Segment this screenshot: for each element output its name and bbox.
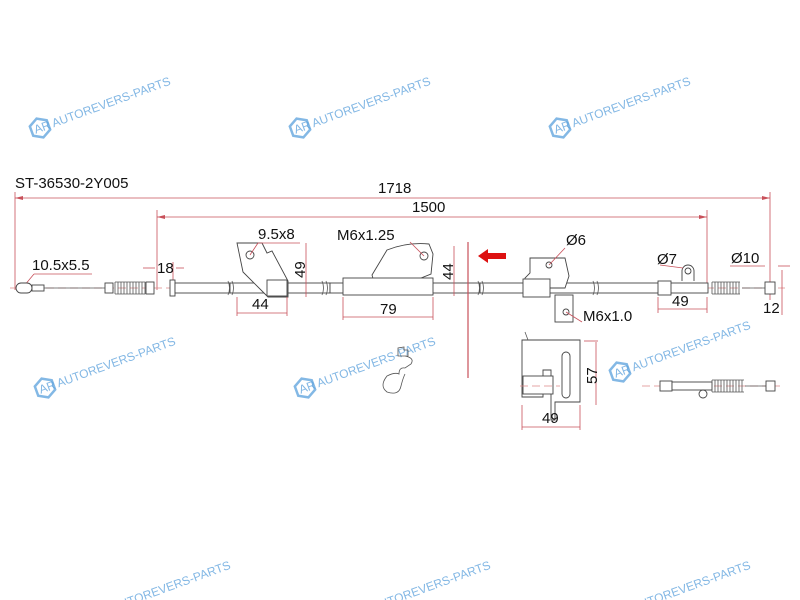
boot-dimension: 18: [143, 260, 184, 282]
detail-height-label: 57: [584, 367, 601, 384]
svg-text:AUTOREVERS-PARTS: AUTOREVERS-PARTS: [630, 318, 753, 374]
svg-text:AUTOREVERS-PARTS: AUTOREVERS-PARTS: [570, 74, 693, 130]
svg-text:AR: AR: [32, 118, 53, 137]
direction-arrow-icon: [478, 249, 506, 263]
bracket1-hole-label: 9.5x8: [258, 226, 295, 243]
svg-text:AR: AR: [297, 378, 318, 397]
svg-text:AUTOREVERS-PARTS: AUTOREVERS-PARTS: [370, 558, 493, 600]
svg-text:AUTOREVERS-PARTS: AUTOREVERS-PARTS: [110, 558, 233, 600]
svg-text:AUTOREVERS-PARTS: AUTOREVERS-PARTS: [630, 558, 753, 600]
bracket-1: 9.5x8 49 44: [236, 226, 309, 316]
spring: [711, 379, 744, 393]
bracket-detail: 57 49: [520, 331, 601, 430]
end-hole-label: Ø7: [657, 251, 677, 268]
svg-text:AR: AR: [37, 378, 58, 397]
spring: [711, 281, 740, 295]
svg-text:AUTOREVERS-PARTS: AUTOREVERS-PARTS: [50, 74, 173, 130]
tip-diameter-label: Ø10: [731, 250, 759, 267]
bracket2-height-label: 44: [440, 263, 457, 280]
svg-text:AUTOREVERS-PARTS: AUTOREVERS-PARTS: [55, 334, 178, 390]
bracket3-hole-label: Ø6: [566, 232, 586, 249]
svg-text:AR: AR: [292, 118, 313, 137]
bracket2-width-label: 79: [380, 301, 397, 318]
spring: [114, 281, 146, 295]
eye-dimension: 10.5x5.5: [23, 257, 92, 287]
svg-text:AUTOREVERS-PARTS: AUTOREVERS-PARTS: [310, 74, 433, 130]
bracket1-width-label: 44: [252, 296, 269, 313]
dim-cable: 1500: [156, 199, 708, 290]
bracket3-thread-label: M6x1.0: [583, 308, 632, 325]
clip-detail: [382, 346, 413, 394]
boot-length-label: 18: [157, 260, 174, 277]
bracket-2: M6x1.25 44 79: [337, 227, 457, 320]
bracket2-thread-label: M6x1.25: [337, 227, 395, 244]
eye-size-label: 10.5x5.5: [32, 257, 90, 274]
part-number: ST-36530-2Y005: [15, 175, 128, 192]
svg-text:AR: AR: [552, 118, 573, 137]
end-cable-detail: [642, 379, 780, 399]
bracket-3: Ø6 M6x1.0: [522, 232, 632, 325]
tip-length-label: 12: [763, 300, 780, 317]
svg-text:AUTOREVERS-PARTS: AUTOREVERS-PARTS: [315, 334, 438, 390]
dim-overall-label: 1718: [378, 180, 411, 197]
end-length-label: 49: [672, 293, 689, 310]
svg-text:AR: AR: [612, 362, 633, 381]
dim-overall: 1718: [14, 180, 771, 300]
end-fitting: Ø7 49 Ø10 12: [657, 250, 790, 317]
dim-cable-label: 1500: [412, 199, 445, 216]
detail-width-label: 49: [542, 410, 559, 427]
bracket1-height-label: 49: [292, 261, 309, 278]
